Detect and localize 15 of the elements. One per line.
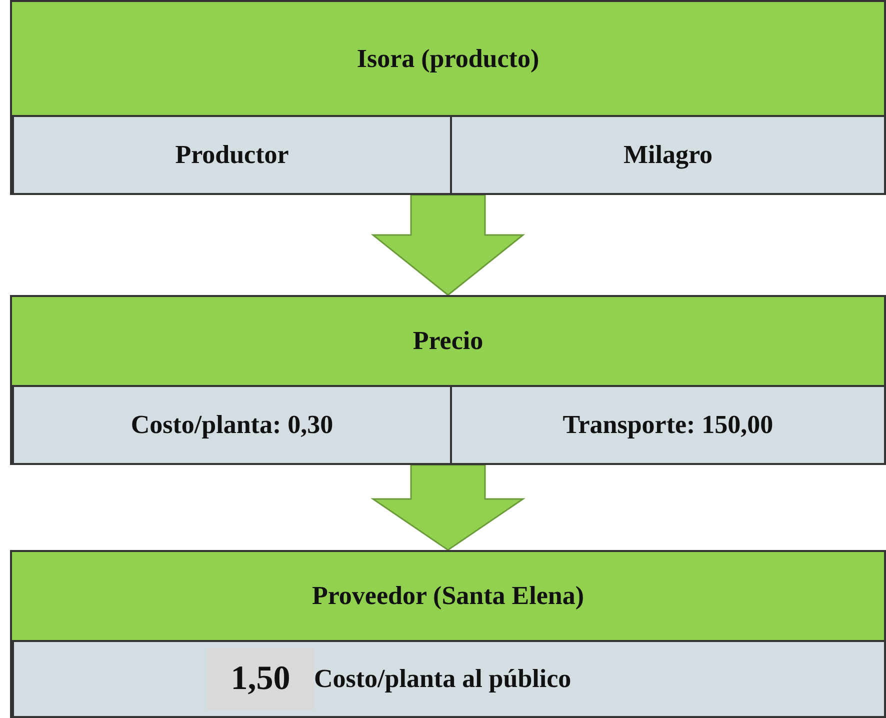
info-row: Costo/planta: 0,30: [12, 385, 452, 465]
section-heading: Proveedor (Santa Elena): [312, 581, 584, 611]
block-arrow: [370, 464, 526, 551]
info-row: Milagro: [450, 115, 886, 195]
section-panel: [10, 0, 886, 195]
section-panel: [10, 295, 886, 465]
row-text: Costo/planta al público: [314, 664, 572, 694]
section-heading: Precio: [412, 326, 484, 356]
info-row: Productor: [12, 115, 452, 195]
info-row: Transporte: 150,00: [450, 385, 886, 465]
block-arrow: [370, 194, 526, 296]
section-heading: Isora (producto): [356, 44, 540, 74]
info-row: [12, 640, 886, 718]
price-value: 1,50: [207, 648, 314, 710]
section-panel: [10, 550, 886, 718]
